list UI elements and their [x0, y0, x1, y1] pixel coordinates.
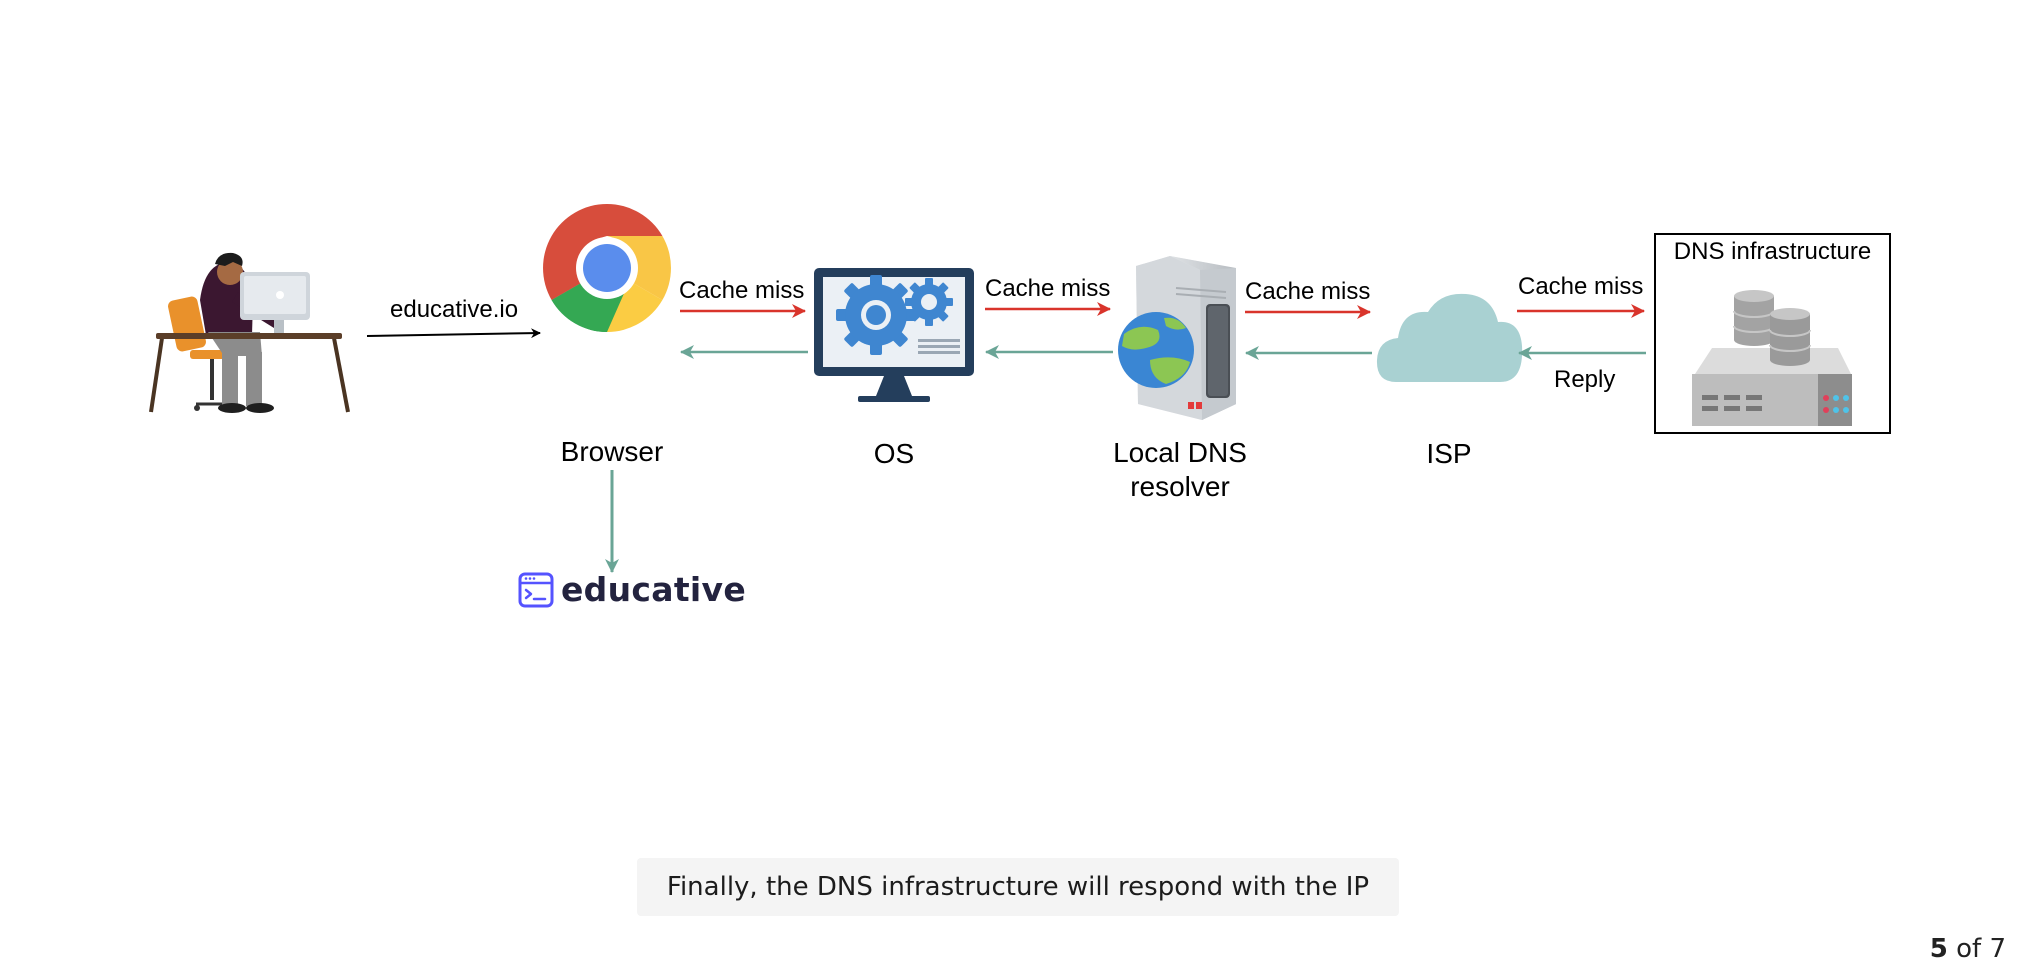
node-label-browser: Browser	[560, 436, 664, 467]
cloud-icon	[1376, 293, 1523, 382]
edge-label-isp-dns: Cache miss	[1518, 273, 1644, 300]
educative-logo-icon	[518, 572, 554, 608]
request-arrows	[366, 302, 1645, 339]
database-server-icon	[1692, 290, 1852, 426]
educative-brand-text: educative	[561, 570, 747, 609]
slide-pager: 5 of 7	[1930, 934, 2006, 964]
node-label-isp: ISP	[1426, 438, 1472, 469]
response-arrows	[605, 345, 1646, 573]
edge-label-resolver-isp: Cache miss	[1245, 278, 1371, 305]
edge-label-user-browser: educative.io	[390, 296, 519, 323]
pager-total: of 7	[1956, 934, 2006, 964]
node-label-line-1: Local DNS	[1113, 437, 1247, 468]
pager-current: 5	[1929, 934, 1948, 964]
slide-caption: Finally, the DNS infrastructure will res…	[637, 858, 1399, 916]
node-label-os: OS	[873, 438, 915, 469]
monitor-gears-icon	[814, 268, 974, 402]
node-label-local-dns-resolver: Local DNS resolver	[1090, 436, 1270, 504]
edge-label-browser-os: Cache miss	[679, 277, 805, 304]
node-label-dns-infrastructure: DNS infrastructure	[1673, 238, 1872, 265]
node-label-line-2: resolver	[1130, 471, 1230, 502]
edge-label-reply: Reply	[1554, 366, 1616, 393]
arrow-user-to-browser	[366, 328, 541, 339]
user-at-desk-icon	[149, 252, 350, 413]
edge-label-os-resolver: Cache miss	[985, 275, 1111, 302]
server-tower-globe-icon	[1118, 256, 1236, 420]
chrome-browser-icon	[543, 204, 671, 332]
